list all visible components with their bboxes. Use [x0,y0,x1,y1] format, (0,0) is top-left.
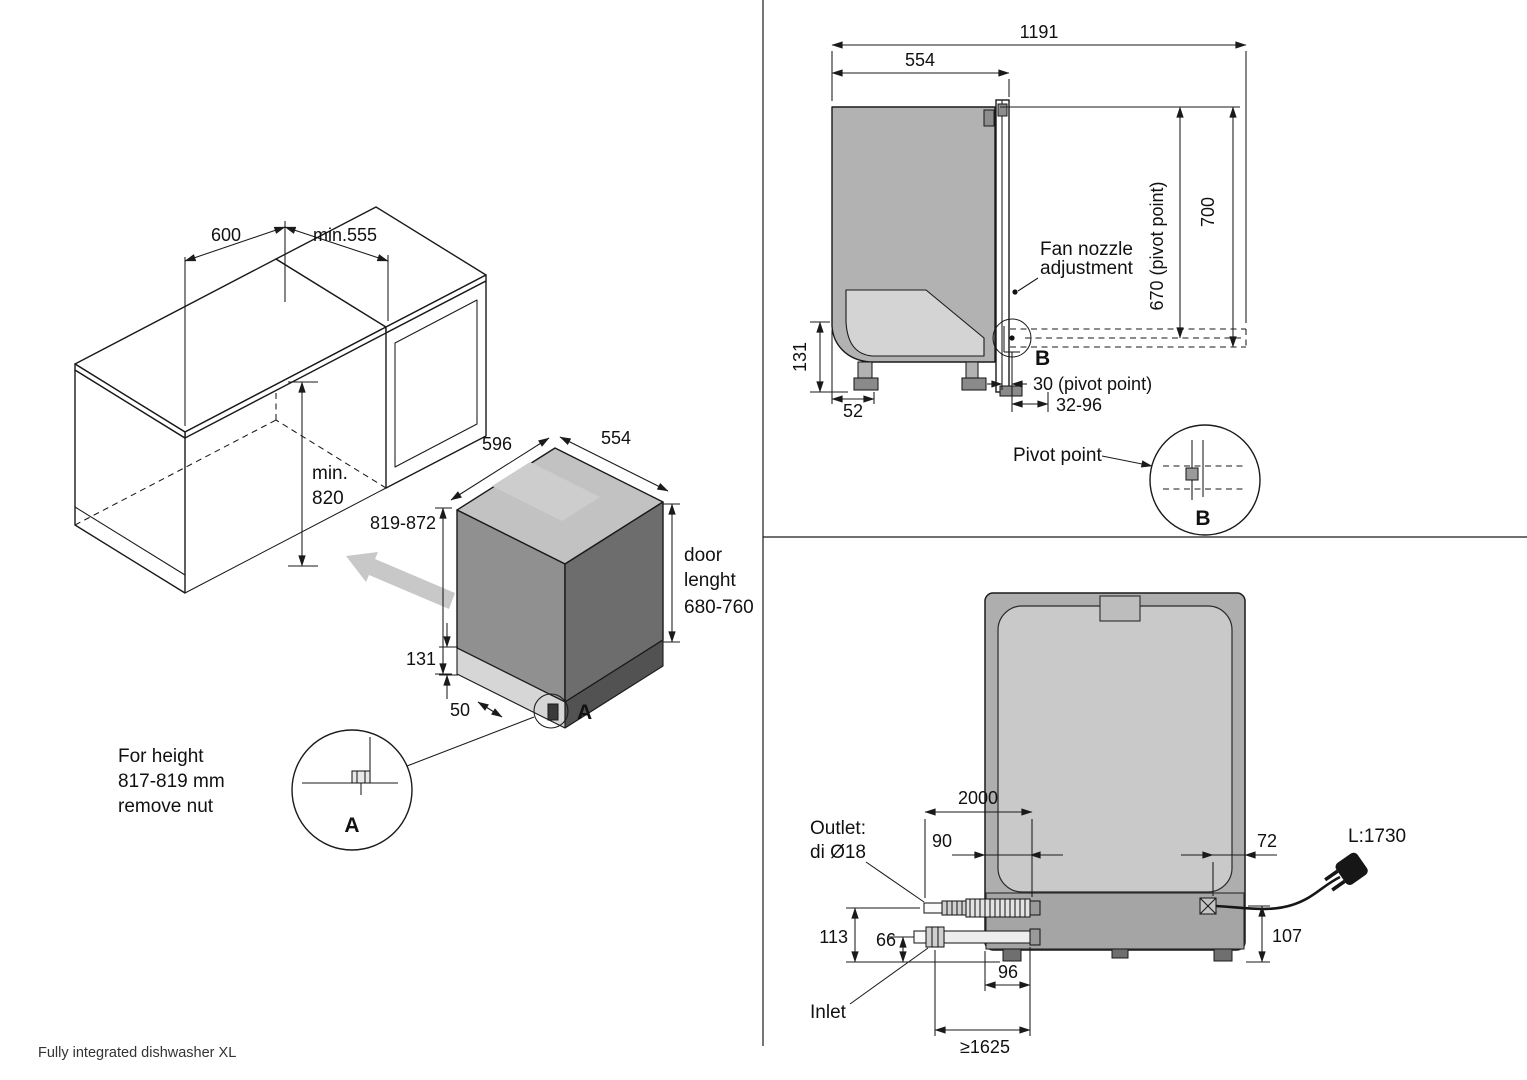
fan-nozzle-label-1: Fan nozzle [1040,239,1133,260]
dim-30-label: 30 (pivot point) [1033,374,1152,394]
dim-min820-label-1: min. [312,463,348,484]
side-hinge-detail [983,109,995,127]
side-sump [845,289,985,357]
dim-131-side-label: 131 [790,342,810,372]
side-dimensions: 1191 554 670 (pivot point) 700 131 52 30… [790,22,1247,421]
niche-dimensions: 600 min.555 min. 820 [184,221,389,567]
dim-96-label: 96 [998,962,1018,982]
dim-90-label: 90 [932,831,952,851]
dim-700-label: 700 [1198,197,1218,227]
cord-length-label: L:1730 [1348,826,1406,847]
dishwasher-iso: A [456,447,664,729]
iso-view: 600 min.555 min. 820 A 819-872 596 554 d… [74,206,754,851]
dim-131-label: 131 [406,649,436,669]
dim-107-label: 107 [1272,926,1302,946]
drawing-caption: Fully integrated dishwasher XL [38,1045,236,1061]
power-plug [1324,852,1368,892]
inlet-connection [1029,928,1041,946]
dim-32-96-label: 32-96 [1056,395,1102,415]
pivot-marker-b: B [1035,347,1050,370]
side-foot-front [961,377,987,391]
fan-nozzle-dot [1012,289,1018,295]
panel-dividers [762,0,1527,1046]
fan-nozzle-callout: Fan nozzle adjustment [1012,239,1134,295]
outlet-hose: Outlet: di Ø18 [810,818,1041,918]
detail-b-nut [1185,467,1199,481]
outlet-label-1: Outlet: [810,818,866,839]
door-length-label-1: door [684,545,723,566]
dim-113-label: 113 [819,927,848,947]
inlet-nut [925,926,945,948]
dim-50-label: 50 [450,700,470,720]
dim-min1625-label: ≥1625 [960,1037,1010,1057]
side-machine: B [831,99,1247,397]
side-door-top-cap [997,103,1008,117]
rear-view: L:1730 Outlet: di Ø18 Inlet 2000 90 72 [810,592,1406,1057]
dim-600-label: 600 [211,225,241,245]
door-length-label-2: lenght [684,570,736,591]
note-line-2: 817-819 mm [118,771,225,792]
countertop-left-edge [74,363,186,439]
rear-foot-center [1111,948,1129,959]
dim-554-label: 554 [601,428,631,448]
rear-foot-right [1213,948,1233,962]
rear-foot-left [1002,948,1022,962]
side-foot-rear [853,377,879,391]
dim-596-label: 596 [482,434,512,454]
inlet-tip [913,930,927,944]
niche-floor-edge [184,487,387,594]
note-line-3: remove nut [118,796,214,817]
pivot-point-label: Pivot point [1013,445,1102,466]
side-view: B 1191 554 670 (pivot point) 700 131 52 [790,22,1261,536]
cord-path [1215,875,1341,911]
rear-inner-panel [997,605,1233,893]
kitchen-counter [74,206,487,594]
inlet-label: Inlet [810,1002,847,1023]
outlet-label-2: di Ø18 [810,842,866,863]
detail-b-label: B [1195,507,1210,530]
detail-a-circle [291,729,413,851]
dim-819-872-label: 819-872 [370,513,436,533]
insertion-arrow [346,552,455,609]
door-length-label-3: 680-760 [684,597,754,618]
foot-marker-a: A [577,701,592,724]
dim-554-side-label: 554 [905,50,935,70]
detail-a: A For height 817-819 mm remove nut [118,716,535,851]
inlet-hose: Inlet [810,926,1041,1023]
right-cabinet-front [385,280,487,489]
dim-66-label: 66 [876,930,896,950]
foot-marker-circle [533,693,569,729]
dim-1191-label: 1191 [1020,22,1059,42]
outlet-connection [1029,900,1041,916]
outlet-tip [923,902,943,914]
adjustable-foot [547,703,559,721]
detail-b-circle [1149,424,1261,536]
side-door-foot [999,385,1023,397]
dim-2000-label: 2000 [958,788,998,808]
detail-a-nut [351,770,371,784]
dim-72-label: 72 [1257,831,1277,851]
rear-dimensions: 2000 90 72 113 66 96 ≥1625 107 [819,788,1302,1057]
dishwasher-dimensions: 819-872 596 554 door lenght 680-760 131 … [370,428,754,720]
dim-670-label: 670 (pivot point) [1147,181,1167,310]
open-door-dashed [1010,328,1247,348]
detail-b: Pivot point B [1013,424,1261,536]
dim-min555-label: min.555 [313,225,377,245]
dishwasher-door-plinth [564,639,664,729]
dim-52-label: 52 [843,401,863,421]
dim-min820-label-2: 820 [312,488,344,509]
rear-top-tab [1099,595,1141,622]
right-cabinet-door [394,299,478,468]
note-line-1: For height [118,746,204,767]
detail-a-label: A [344,814,359,837]
pivot-dot [1009,335,1015,341]
inlet-tube [943,930,1031,944]
fan-nozzle-label-2: adjustment [1040,258,1134,279]
power-cord: L:1730 [1215,826,1406,911]
